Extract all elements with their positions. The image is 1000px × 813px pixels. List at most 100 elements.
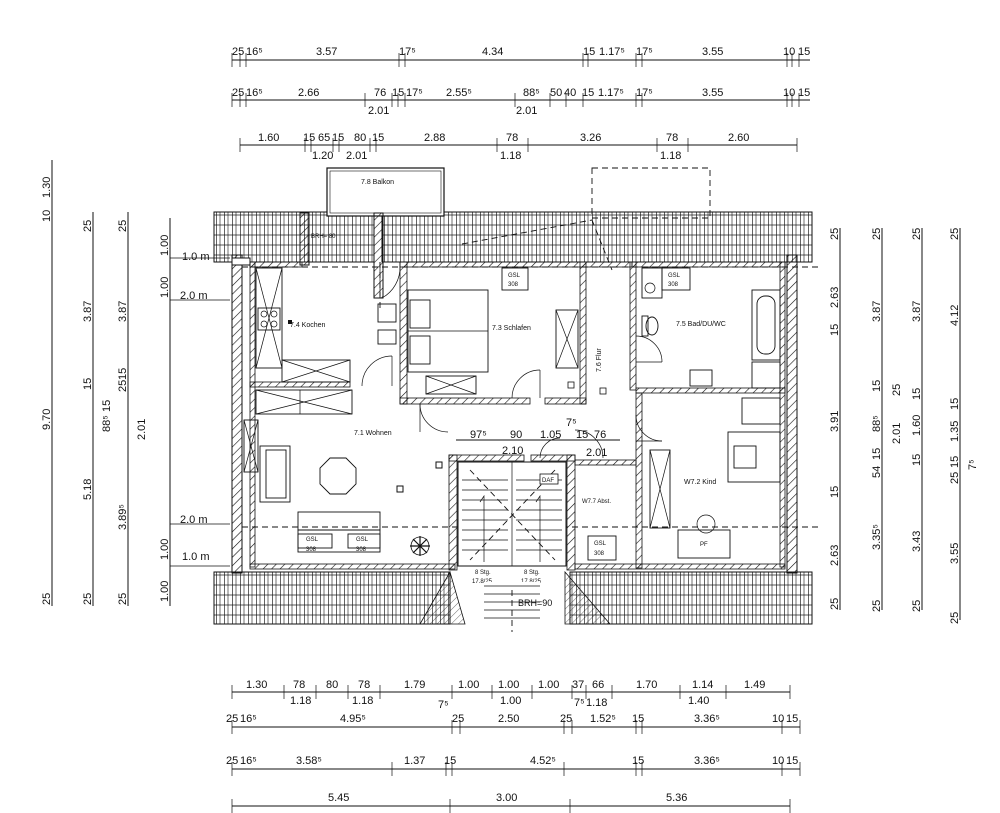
dim-label: 1.49 <box>744 679 765 691</box>
dim-label: 1.18 <box>500 150 521 162</box>
dim-label: 5.18 <box>82 479 94 500</box>
dim-label: 4.34 <box>482 46 503 58</box>
dim-label: 15 <box>871 448 883 460</box>
dim-label: 40 <box>564 87 576 99</box>
dim-label: 3.00 <box>496 792 517 804</box>
dim-label: 15 <box>949 456 961 468</box>
height-label: 1.0 m <box>182 251 210 263</box>
dim-label: 2.01 <box>586 447 607 459</box>
dim-label: 16⁵ <box>246 46 263 58</box>
dim-label: 15 <box>117 368 129 380</box>
dim-label: 15 <box>582 87 594 99</box>
gsl-label: GSL <box>306 537 319 543</box>
child-room-furniture: PF W7.2 Kind <box>649 397 781 559</box>
dim-label: 78 <box>666 132 678 144</box>
dim-label: 3.91 <box>829 411 841 432</box>
dim-label: 88⁵ <box>523 87 540 99</box>
dim-label: 1.18 <box>352 695 373 707</box>
dim-label: 1.30 <box>41 177 53 198</box>
top-dimensions <box>231 53 810 152</box>
dim-label: 80 <box>354 132 366 144</box>
dim-label: 3.26 <box>580 132 601 144</box>
dim-label: 15 <box>303 132 315 144</box>
dim-label: 3.43 <box>911 531 923 552</box>
living-furniture: GSL 308 GSL 308 7.1 Wohnen <box>243 419 443 556</box>
dim-label: 17⁵ <box>636 87 653 99</box>
dim-label: 3.55 <box>702 87 723 99</box>
dim-label: 5.36 <box>666 792 687 804</box>
dim-label: 25 <box>226 713 238 725</box>
dim-label: 90 <box>510 429 522 441</box>
dim-label: 1.00 <box>159 581 171 602</box>
dim-label: 3.36⁵ <box>694 755 720 767</box>
dim-label: 25 <box>452 713 464 725</box>
dim-label: 3.58⁵ <box>296 755 322 767</box>
dim-label: 1.20 <box>312 150 333 162</box>
room-label-wohnen: 7.1 Wohnen <box>354 430 392 437</box>
dim-label: 25 <box>117 593 129 605</box>
dim-label: 1.18 <box>586 697 607 709</box>
dim-label: 37 <box>572 679 584 691</box>
dim-label: 3.87 <box>871 301 883 322</box>
brh-top-label: BRH= 80 <box>311 234 336 240</box>
dim-label: 15 <box>829 324 841 336</box>
dim-label: 50 <box>550 87 562 99</box>
walls <box>231 212 798 574</box>
dim-label: 88⁵ <box>101 415 113 432</box>
dim-label: 15 <box>786 713 798 725</box>
gsl-number: 308 <box>356 547 367 553</box>
dim-label: 25 <box>911 228 923 240</box>
dim-label: 25 <box>829 598 841 610</box>
stairs-left-ratio: 17.8/25 <box>472 579 493 585</box>
dim-label: 2.01 <box>346 150 367 162</box>
dim-label: 76 <box>594 429 606 441</box>
bathroom-furniture: GSL 308 7.5 Bad/DU/WC <box>641 267 781 389</box>
dim-label: 25 <box>871 228 883 240</box>
dim-label: 7⁵ <box>574 697 585 709</box>
dim-label: 4.52⁵ <box>530 755 556 767</box>
dim-label: 7⁵ <box>967 459 979 470</box>
room-label-kochen: 7.4 Kochen <box>290 322 326 329</box>
balcony: 7.8 Balkon <box>326 167 711 219</box>
kitchen-furniture: 7.4 Kochen <box>255 267 397 415</box>
pf-label: PF <box>700 542 708 548</box>
dim-label: 1.00 <box>498 679 519 691</box>
dim-label: 15 <box>798 87 810 99</box>
dim-label: 7⁵ <box>566 417 577 429</box>
bottom-dimensions <box>231 685 801 813</box>
dim-label: 2.10 <box>502 445 523 457</box>
bottom-dim-row1: 1.30 78 80 78 1.79 1.00 1.00 1.00 37 66 … <box>246 679 765 711</box>
dim-label: 15 <box>392 87 404 99</box>
dim-label: 10 <box>772 713 784 725</box>
dim-label: 17⁵ <box>399 46 416 58</box>
dim-label: 25 <box>891 384 903 396</box>
stairs-left-label: 8 Stg. <box>475 570 491 576</box>
dim-label: 2.88 <box>424 132 445 144</box>
dim-label: 1.00 <box>458 679 479 691</box>
dim-label: 1.17⁵ <box>599 46 625 58</box>
dim-label: 16⁵ <box>246 87 263 99</box>
dim-label: 3.35⁵ <box>871 524 883 550</box>
dim-label: 2.01 <box>368 105 389 117</box>
dim-label: 1.40 <box>688 695 709 707</box>
dim-label: 10 <box>783 46 795 58</box>
gsl-number: 308 <box>594 551 605 557</box>
dim-label: 1.05 <box>540 429 561 441</box>
dim-label: 25 <box>560 713 572 725</box>
room-label-flur: 7.6 Flur <box>596 348 603 372</box>
storage-room: W7.7 Abst. GSL 308 <box>582 499 617 561</box>
dim-label: 78 <box>358 679 370 691</box>
dim-label: 15 <box>798 46 810 58</box>
dim-label: 1.00 <box>159 539 171 560</box>
room-label-balkon: 7.8 Balkon <box>361 179 394 186</box>
dim-label: 1.30 <box>246 679 267 691</box>
dim-label: 7⁵ <box>438 699 449 711</box>
dim-label: 2.66 <box>298 87 319 99</box>
dim-label: 2.55⁵ <box>446 87 472 99</box>
dim-label: 25 <box>232 87 244 99</box>
dim-label: 10 <box>783 87 795 99</box>
dim-label: 2.01 <box>516 105 537 117</box>
flur-area: 7.6 Flur <box>567 348 607 395</box>
dim-label: 15 <box>632 755 644 767</box>
top-dim-row1: 25 16⁵ 3.57 17⁵ 4.34 15 1.17⁵ 17⁵ 3.55 1… <box>232 46 810 58</box>
